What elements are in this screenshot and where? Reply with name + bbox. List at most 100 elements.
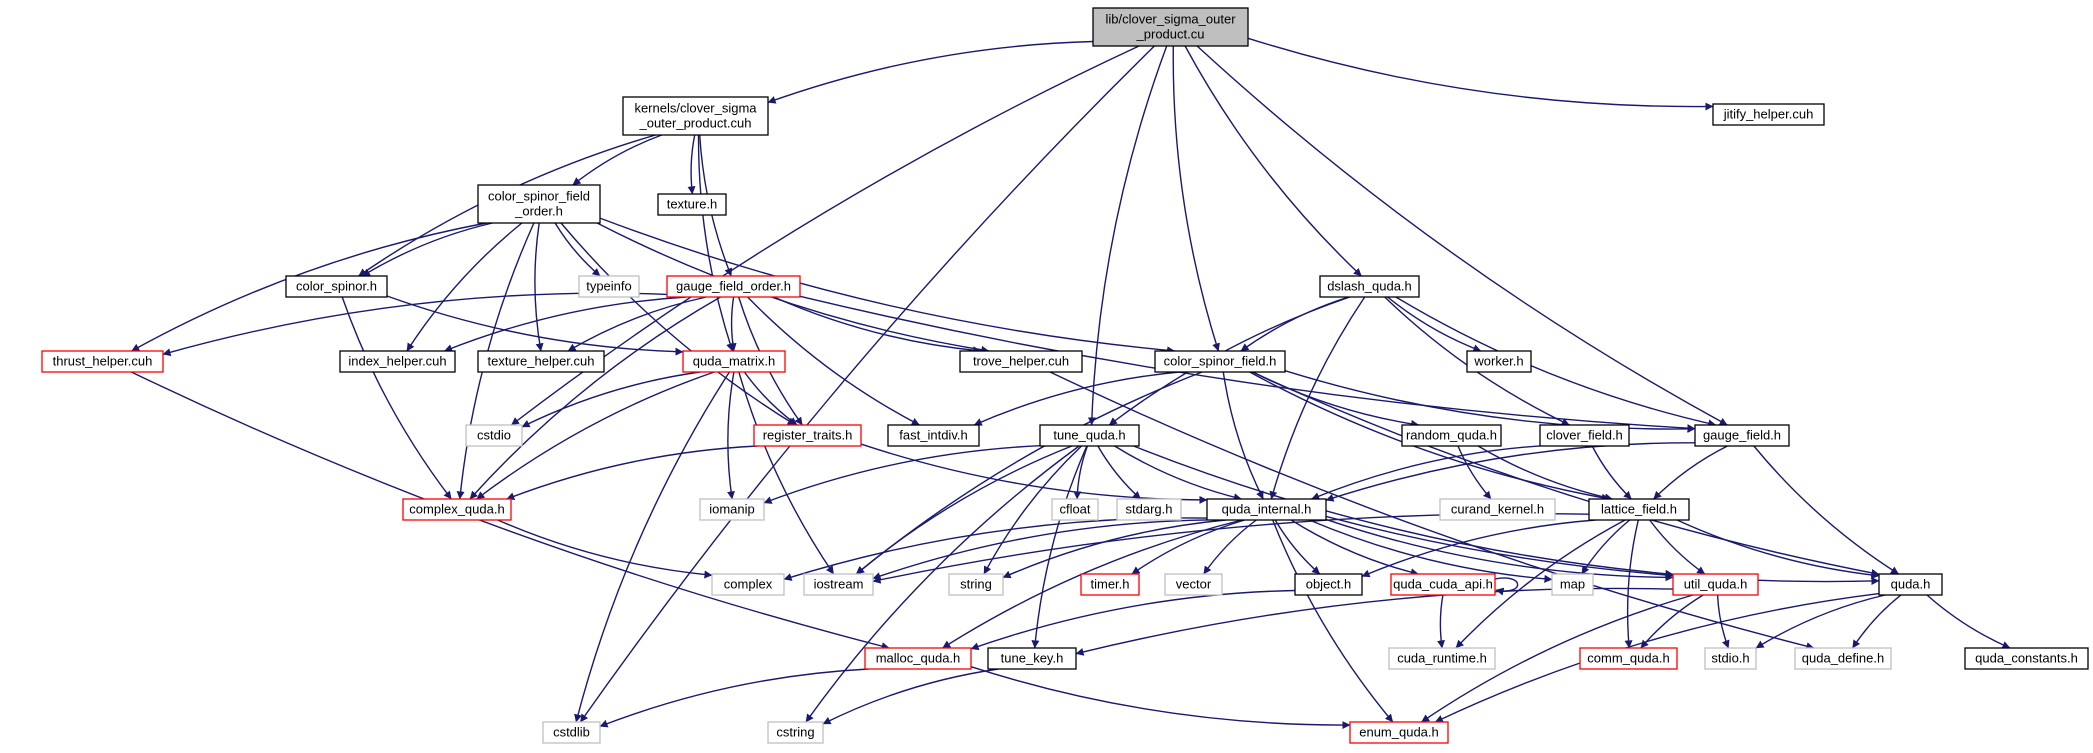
- node-box: [465, 424, 523, 447]
- node-map[interactable]: map: [1551, 573, 1594, 596]
- edge-csfo-to-colorspinor: [361, 222, 493, 277]
- node-index-helper-cuh[interactable]: index_helper.cuh: [339, 350, 456, 373]
- edge-qinternal-to-string: [1002, 519, 1226, 579]
- node-jitify-helper-cuh[interactable]: jitify_helper.cuh: [1712, 103, 1825, 126]
- node-fast-intdiv-h[interactable]: fast_intdiv.h: [887, 424, 980, 447]
- edge-qmatrix-to-cstdlib: [574, 371, 730, 723]
- node-gauge-field-h[interactable]: gauge_field.h: [1694, 424, 1790, 447]
- edge-latticef-to-quda: [1676, 519, 1880, 579]
- edge-root-to-jitify: [1247, 37, 1714, 111]
- node-label: _outer_product.cuh: [638, 116, 751, 131]
- edge-qcudaapi-to-cudart: [1437, 594, 1445, 649]
- node-label: quda_internal.h: [1222, 502, 1312, 517]
- node-cstdio[interactable]: cstdio: [465, 424, 523, 447]
- node-iostream[interactable]: iostream: [803, 573, 874, 596]
- node-timer-h[interactable]: timer.h: [1080, 573, 1140, 596]
- edge-qmatrix-to-iomanip: [727, 371, 735, 500]
- node-quda-constants-h[interactable]: quda_constants.h: [1964, 647, 2089, 670]
- node-quda-matrix-h[interactable]: quda_matrix.h: [682, 350, 786, 373]
- node-stdio-h[interactable]: stdio.h: [1704, 647, 1757, 670]
- node-register-traits-h[interactable]: register_traits.h: [753, 424, 862, 447]
- node-cuda-runtime-h[interactable]: cuda_runtime.h: [1388, 647, 1496, 670]
- node-label: texture_helper.cuh: [488, 354, 595, 369]
- node-malloc-quda-h[interactable]: malloc_quda.h: [864, 647, 972, 670]
- node-label: worker.h: [1473, 354, 1523, 369]
- node-complex[interactable]: complex: [711, 573, 785, 596]
- node-box: [622, 96, 769, 136]
- edge-qmatrix-to-regtraits: [743, 371, 798, 426]
- node-lib-clover-sigma-outer-product-cu[interactable]: lib/clover_sigma_outer_product.cu: [1092, 7, 1249, 47]
- node-box: [1704, 647, 1757, 670]
- edge-quda-to-qconst: [1926, 594, 2011, 649]
- edge-csfo-to-typeinfo: [554, 222, 601, 277]
- node-complex-quda-h[interactable]: complex_quda.h: [402, 498, 512, 521]
- node-tune-quda-h[interactable]: tune_quda.h: [1039, 424, 1140, 447]
- node-label: curand_kernel.h: [1451, 502, 1544, 517]
- node-box: [1588, 498, 1690, 521]
- edge-gfo-to-trove: [773, 296, 982, 355]
- node-clover-field-h[interactable]: clover_field.h: [1539, 424, 1630, 447]
- node-label: cstdio: [477, 428, 511, 443]
- edge-root-to-csf: [1172, 45, 1220, 352]
- node-color-spinor-field-order-h[interactable]: color_spinor_field_order.h: [477, 184, 601, 224]
- node-box: [699, 498, 765, 521]
- edge-tuneq-to-cstring: [805, 445, 1080, 723]
- node-tune-key-h[interactable]: tune_key.h: [987, 647, 1077, 670]
- node-gauge-field-order-h[interactable]: gauge_field_order.h: [666, 275, 801, 298]
- node-box: [1672, 573, 1759, 596]
- edge-root-to-gaugef: [1196, 45, 1728, 426]
- node-random-quda-h[interactable]: random_quda.h: [1401, 424, 1502, 447]
- node-vector[interactable]: vector: [1164, 573, 1223, 596]
- node-trove-helper-cuh[interactable]: trove_helper.cuh: [959, 350, 1083, 373]
- edge-qinternal-to-mallocq: [942, 519, 1243, 649]
- edge-csfo-to-regtraits: [560, 222, 796, 426]
- node-kernels-clover-sigma-outer-product-cuh[interactable]: kernels/clover_sigma_outer_product.cuh: [622, 96, 769, 136]
- edge-cloverf-to-latticef: [1591, 445, 1632, 500]
- node-quda-h[interactable]: quda.h: [1878, 573, 1943, 596]
- node-cstdlib[interactable]: cstdlib: [542, 721, 601, 744]
- node-label: color_spinor_field.h: [1164, 354, 1277, 369]
- node-color-spinor-field-h[interactable]: color_spinor_field.h: [1154, 350, 1286, 373]
- node-curand-kernel-h[interactable]: curand_kernel.h: [1439, 498, 1556, 521]
- edge-colorspinor-to-complexq: [341, 296, 452, 500]
- node-box: [1116, 498, 1182, 521]
- edge-latticef-to-commq: [1624, 519, 1639, 649]
- node-texture-h[interactable]: texture.h: [657, 193, 727, 216]
- node-util-quda-h[interactable]: util_quda.h: [1672, 573, 1759, 596]
- edge-gfo-to-complexq: [469, 296, 721, 500]
- node-string[interactable]: string: [948, 573, 1004, 596]
- node-box: [1579, 647, 1678, 670]
- edge-latticef-to-utilq: [1649, 519, 1706, 575]
- edge-qmatrix-to-complexq: [476, 371, 715, 500]
- node-comm-quda-h[interactable]: comm_quda.h: [1579, 647, 1678, 670]
- node-label: quda.h: [1891, 577, 1931, 592]
- edge-randomq-to-latticef: [1477, 445, 1613, 502]
- node-color-spinor-h[interactable]: color_spinor.h: [285, 275, 388, 298]
- edge-root-to-tuneq: [1087, 45, 1168, 426]
- node-typeinfo[interactable]: typeinfo: [578, 275, 640, 298]
- node-quda-define-h[interactable]: quda_define.h: [1794, 647, 1892, 670]
- edge-csf-to-randomq: [1252, 371, 1420, 428]
- node-texture-helper-cuh[interactable]: texture_helper.cuh: [477, 350, 605, 373]
- node-label: cstdlib: [553, 725, 590, 740]
- node-stdarg-h[interactable]: stdarg.h: [1116, 498, 1182, 521]
- node-label: stdarg.h: [1126, 502, 1173, 517]
- node-lattice-field-h[interactable]: lattice_field.h: [1588, 498, 1690, 521]
- node-quda-internal-h[interactable]: quda_internal.h: [1206, 498, 1327, 521]
- node-enum-quda-h[interactable]: enum_quda.h: [1349, 721, 1449, 744]
- edge-csf-to-gaugef: [1284, 370, 1696, 433]
- node-iomanip[interactable]: iomanip: [699, 498, 765, 521]
- node-thrust-helper-cuh[interactable]: thrust_helper.cuh: [41, 350, 164, 373]
- edge-csf-to-quda: [1252, 371, 1880, 577]
- node-label: complex_quda.h: [409, 502, 504, 517]
- node-dslash-quda-h[interactable]: dslash_quda.h: [1319, 275, 1420, 298]
- node-label: color_spinor.h: [296, 279, 377, 294]
- node-quda-cuda-api-h[interactable]: quda_cuda_api.h: [1390, 573, 1496, 596]
- node-cfloat[interactable]: cfloat: [1051, 498, 1099, 521]
- node-box: [1051, 498, 1099, 521]
- node-cstring[interactable]: cstring: [767, 721, 824, 744]
- node-box: [682, 350, 786, 373]
- node-object-h[interactable]: object.h: [1294, 573, 1363, 596]
- node-worker-h[interactable]: worker.h: [1466, 350, 1532, 373]
- node-label: trove_helper.cuh: [973, 354, 1069, 369]
